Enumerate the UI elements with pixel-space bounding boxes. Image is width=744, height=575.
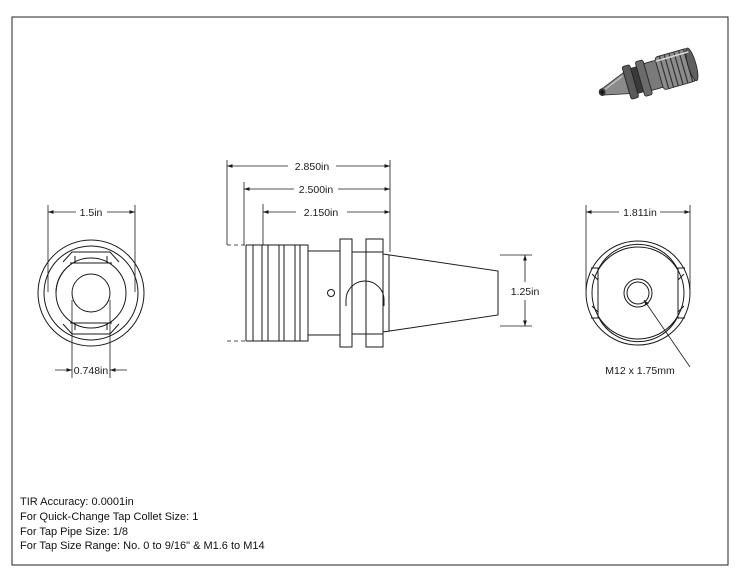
left-end-view [37, 239, 145, 347]
tool-holder-3d-preview [598, 47, 699, 100]
right-end-view [585, 240, 691, 346]
thread-callout: M12 x 1.75mm [605, 365, 675, 377]
dim-right-diameter: 1.811in [623, 207, 657, 219]
specification-notes: TIR Accuracy: 0.0001in For Quick-Change … [20, 495, 265, 554]
note-range: For Tap Size Range: No. 0 to 9/16" & M1.… [20, 540, 265, 553]
side-view [227, 238, 499, 348]
dim-overall-length: 2.850in [295, 161, 330, 173]
sheet-border [11, 16, 729, 566]
dim-left-diameter: 1.5in [80, 207, 103, 219]
left-dimension-lines [47, 205, 136, 378]
note-pipe: For Tap Pipe Size: 1/8 [20, 525, 129, 538]
note-collet: For Quick-Change Tap Collet Size: 1 [20, 510, 199, 523]
note-tir: TIR Accuracy: 0.0001in [20, 496, 134, 508]
dim-length-mid: 2.500in [299, 184, 334, 196]
right-dimension-lines [585, 205, 691, 368]
side-dimension-lines [226, 160, 532, 327]
dim-left-bore: 0.748in [74, 365, 109, 377]
dim-nose-diameter: 1.25in [511, 286, 540, 298]
dim-length-short: 2.150in [304, 207, 339, 219]
